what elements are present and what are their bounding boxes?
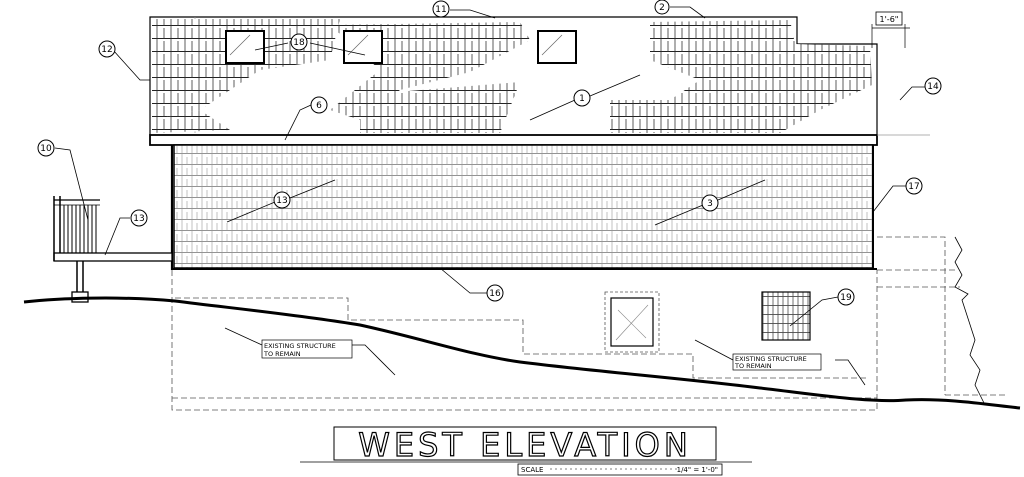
svg-text:EXISTING STRUCTURE: EXISTING STRUCTURE	[264, 342, 336, 350]
callout-3: 3	[707, 199, 713, 209]
drawing-title: WEST ELEVATION	[358, 426, 692, 464]
callout-12: 12	[101, 45, 112, 55]
svg-text:TO REMAIN: TO REMAIN	[263, 350, 301, 358]
break-line	[954, 236, 986, 406]
callouts	[54, 6, 925, 386]
shingle-patch	[152, 110, 230, 133]
scale-label: SCALE	[521, 466, 543, 474]
siding-wall	[170, 144, 877, 270]
note-existing-left: EXISTING STRUCTURE TO REMAIN	[261, 339, 353, 359]
roof-area	[149, 16, 930, 146]
callout-10: 10	[40, 144, 52, 154]
existing-window-left	[604, 291, 660, 353]
callout-11: 11	[435, 5, 446, 15]
dimension-label: 1'-6"	[880, 15, 899, 24]
shingle-patch	[610, 100, 680, 133]
dimension-1-6: 1'-6"	[871, 11, 910, 48]
callout-2: 2	[659, 3, 665, 13]
shingle-patch	[650, 20, 872, 133]
callout-13-wall: 13	[276, 196, 287, 206]
svg-text:TO REMAIN: TO REMAIN	[734, 362, 772, 370]
title-block: WEST ELEVATION SCALE 1/4" = 1'-0"	[300, 425, 752, 476]
grade-line	[23, 296, 1021, 410]
callout-1: 1	[579, 94, 585, 104]
callout-6: 6	[316, 101, 322, 111]
roof-window	[343, 30, 383, 64]
shingle-patch	[360, 82, 520, 133]
callout-13-deck: 13	[133, 214, 144, 224]
callout-bubbles: 11 2 12 18 14 1 6 10 13 13 3 17 16 19	[37, 0, 942, 306]
deck-railing	[63, 205, 97, 253]
existing-structure	[171, 236, 1005, 411]
roof-window	[225, 30, 265, 64]
deck	[53, 196, 173, 303]
scale-value: 1/4" = 1'-0"	[677, 466, 718, 474]
note-existing-right: EXISTING STRUCTURE TO REMAIN	[732, 353, 822, 371]
callout-19: 19	[840, 293, 852, 303]
eave-fascia	[149, 134, 878, 146]
callout-14: 14	[927, 82, 939, 92]
svg-text:EXISTING STRUCTURE: EXISTING STRUCTURE	[735, 355, 807, 363]
callout-18: 18	[293, 38, 305, 48]
roof-window	[537, 30, 577, 64]
callout-17: 17	[908, 182, 919, 192]
callout-16: 16	[489, 289, 501, 299]
